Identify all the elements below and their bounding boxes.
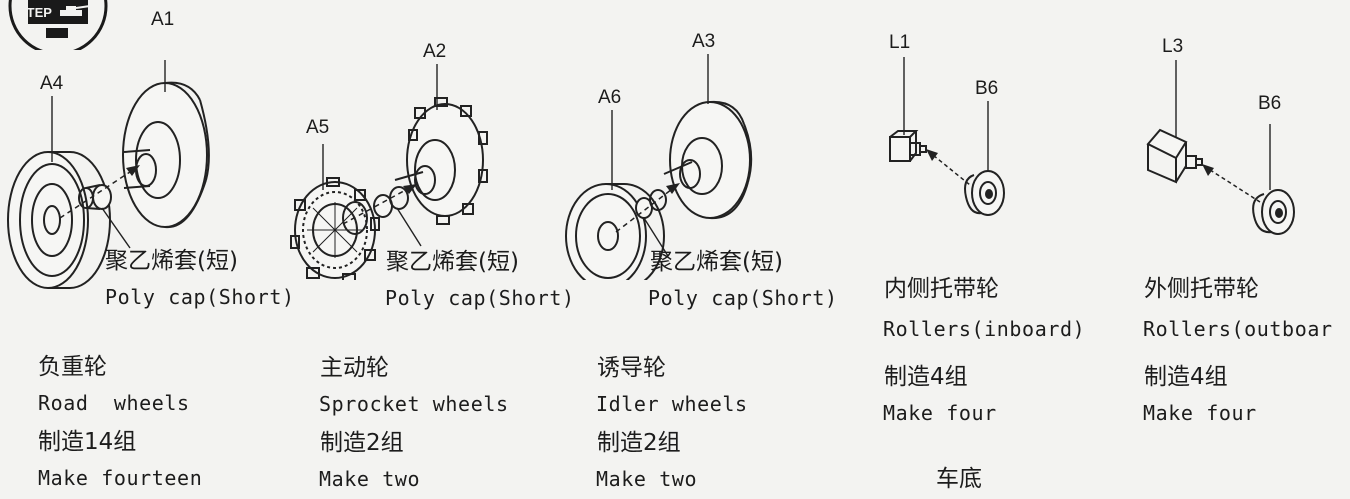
quantity-cn: 制造4组: [884, 364, 968, 390]
poly-cap-label-en: Poly cap(Short): [648, 286, 838, 310]
part-name-cn: 外侧托带轮: [1144, 276, 1259, 302]
part-name-en: Sprocket wheels: [319, 392, 509, 416]
quantity-en: Make two: [596, 467, 698, 491]
part-name-en: Road wheels: [38, 391, 190, 415]
sprocket-teeth: [290, 177, 380, 280]
part-label-a6: A6: [598, 87, 622, 108]
poly-cap-label-cn: 聚乙烯套(短): [386, 249, 519, 275]
part-label-b6: B6: [1258, 93, 1282, 114]
part-name-cn: 内侧托带轮: [884, 276, 999, 302]
poly-cap-label-en: Poly cap(Short): [385, 286, 575, 310]
part-name-en: Rollers(outboar: [1143, 317, 1333, 341]
quantity-en: Make two: [319, 467, 421, 491]
poly-cap-label-cn: 聚乙烯套(短): [650, 249, 783, 275]
quantity-cn: 制造2组: [597, 430, 681, 456]
road-wheel-illustration: [7, 60, 210, 289]
quantity-en: Make four: [883, 401, 997, 425]
tank-icon: [60, 5, 91, 16]
quantity-cn: 制造2组: [320, 430, 404, 456]
inboard-roller-illustration: [889, 57, 1005, 216]
part-label-a4: A4: [40, 73, 64, 94]
part-label-a2: A2: [423, 41, 447, 62]
part-label-b6: B6: [975, 78, 999, 99]
step-label: STEP: [18, 5, 52, 20]
poly-cap-label-en: Poly cap(Short): [105, 285, 295, 309]
part-label-a1: A1: [151, 9, 175, 30]
part-name-cn: 诱导轮: [597, 355, 666, 381]
part-name-cn: 负重轮: [38, 354, 107, 380]
part-label-l3: L3: [1162, 36, 1184, 57]
part-label-l1: L1: [889, 32, 911, 53]
quantity-en: Make fourteen: [38, 466, 203, 490]
quantity-cn: 制造4组: [1144, 364, 1228, 390]
section-heading-chassis: 车底: [936, 466, 982, 492]
part-label-a3: A3: [692, 31, 716, 52]
quantity-en: Make four: [1143, 401, 1257, 425]
outboard-roller-illustration: [1146, 60, 1295, 235]
sprocket-teeth: [408, 97, 488, 225]
part-name-cn: 主动轮: [320, 355, 389, 381]
poly-cap-label-cn: 聚乙烯套(短): [105, 248, 238, 274]
sprocket-illustration: [290, 64, 488, 280]
quantity-cn: 制造14组: [38, 429, 137, 455]
part-name-en: Rollers(inboard): [883, 317, 1086, 341]
step-badge: [8, 0, 108, 50]
part-label-a5: A5: [306, 117, 330, 138]
part-name-en: Idler wheels: [596, 392, 748, 416]
idler-wheel-illustration: [565, 54, 753, 280]
